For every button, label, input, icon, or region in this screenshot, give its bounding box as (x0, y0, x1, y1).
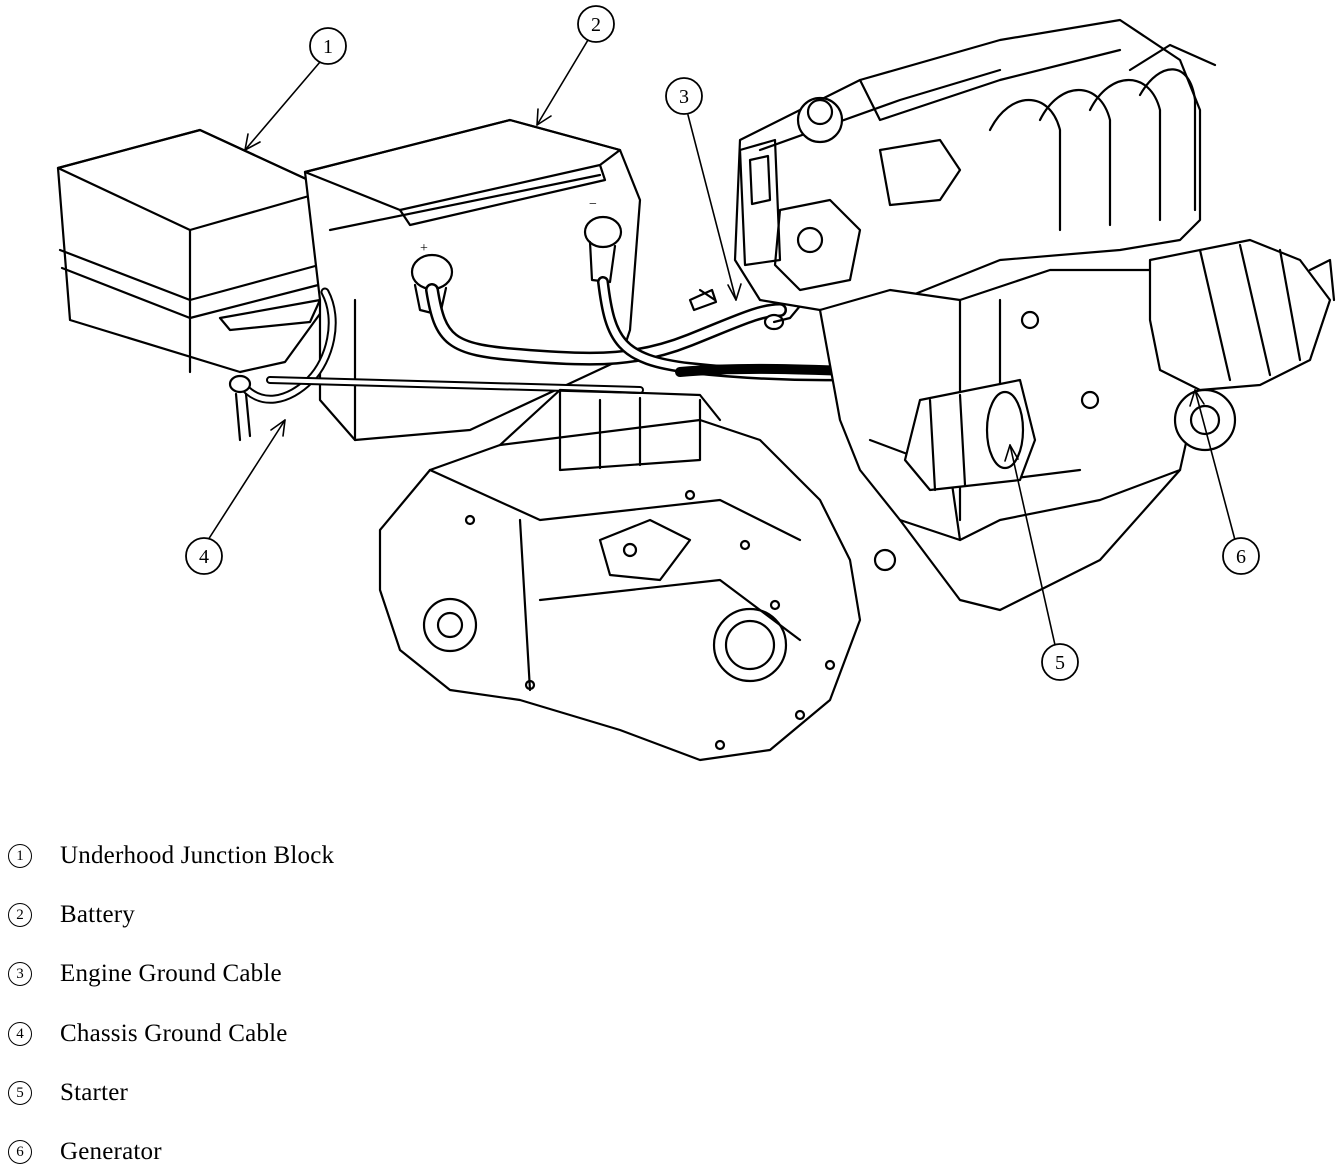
callout-3: 3 (665, 77, 703, 115)
underhood-junction-block (56, 128, 332, 374)
callout-5-number: 5 (1055, 652, 1065, 674)
legend-label-6: Generator (60, 1138, 162, 1165)
callout-4-number: 4 (199, 546, 209, 568)
legend-label-4: Chassis Ground Cable (60, 1020, 288, 1047)
negative-mark: − (589, 197, 597, 212)
callout-5: 5 (1041, 643, 1079, 681)
generator (1148, 238, 1336, 452)
callout-6: 6 (1222, 537, 1260, 575)
engine-ground-diagram: + − (56, 5, 1336, 762)
legend-label-3: Engine Ground Cable (60, 960, 282, 987)
positive-mark: + (420, 241, 428, 256)
engine-ground-cable (698, 288, 802, 331)
legend-item-engine-ground-cable: 3 Engine Ground Cable (8, 956, 282, 992)
transaxle (378, 388, 862, 762)
callout-leaders (207, 39, 1236, 646)
legend-marker-5: 5 (8, 1081, 32, 1105)
legend-item-chassis-ground-cable: 4 Chassis Ground Cable (8, 1016, 288, 1052)
callout-2-number: 2 (591, 14, 601, 36)
legend-label-5: Starter (60, 1079, 129, 1106)
legend-item-battery: 2 Battery (8, 897, 135, 933)
legend-item-starter: 5 Starter (8, 1075, 128, 1111)
legend-item-underhood-junction-block: 1 Underhood Junction Block (8, 838, 334, 874)
callout-4: 4 (185, 537, 223, 575)
legend-item-generator: 6 Generator (8, 1134, 162, 1170)
callout-1: 1 (309, 27, 347, 65)
legend-label-2: Battery (60, 901, 135, 928)
callout-1-number: 1 (323, 36, 333, 58)
starter (903, 378, 1037, 492)
callout-3-number: 3 (679, 86, 689, 108)
legend-marker-1: 1 (8, 844, 32, 868)
callout-6-number: 6 (1236, 546, 1246, 568)
legend-label-1: Underhood Junction Block (60, 842, 335, 869)
legend-marker-6: 6 (8, 1140, 32, 1164)
legend-marker-4: 4 (8, 1022, 32, 1046)
negative-terminal: − (583, 197, 623, 284)
legend-marker-2: 2 (8, 903, 32, 927)
chassis-ground-cable (228, 287, 644, 442)
legend-marker-3: 3 (8, 962, 32, 986)
callout-2: 2 (577, 5, 615, 43)
